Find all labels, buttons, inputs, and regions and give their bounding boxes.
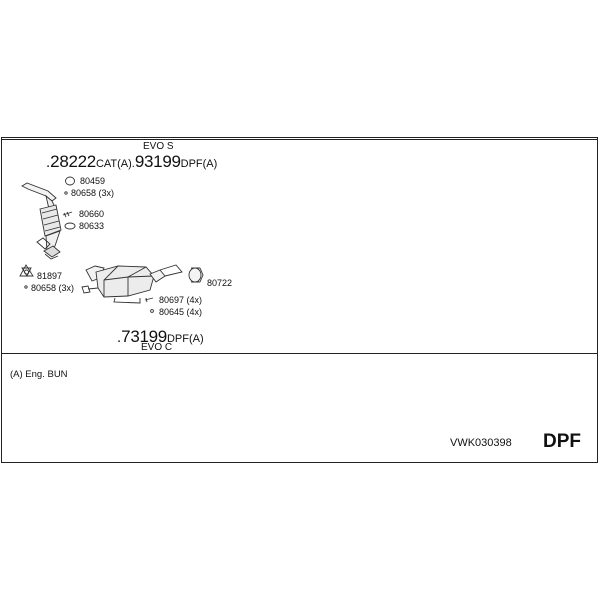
cat-suffix: CAT(A). (95, 158, 135, 170)
dpf-unit (81, 264, 183, 304)
dpf-suffix-bottom: DPF(A) (166, 333, 204, 345)
category-label: DPF (543, 431, 581, 452)
part-80633: 80633 (79, 221, 105, 231)
reference-code: VWK030398 (450, 437, 512, 449)
evo-s-label: EVO S (143, 141, 174, 152)
front-pipe-catalytic-converter (21, 182, 62, 260)
cat-code: 28222 (50, 152, 96, 171)
engine-note: (A) Eng. BUN (10, 369, 68, 380)
part-80722: 80722 (207, 278, 233, 288)
part-80697: 80697 (4x) (159, 295, 203, 305)
clamp (188, 267, 204, 283)
evo-c-label: EVO C (141, 342, 173, 353)
bottom-codes: .73199DPF(A) (117, 327, 204, 346)
top-border (1, 137, 598, 140)
part-80645: 80645 (4x) (159, 307, 203, 317)
part-80658b: 80658 (3x) (31, 283, 75, 293)
dpf-suffix-top: DPF(A) (180, 158, 218, 170)
bolt-80697 (144, 297, 154, 303)
dpf-code-top: 93199 (134, 152, 181, 171)
gasket-oval (64, 222, 76, 230)
top-codes: .28222CAT(A).93199DPF(A) (46, 152, 218, 171)
nut-80645 (150, 309, 154, 313)
part-80660: 80660 (79, 209, 105, 219)
gasket-ring (65, 176, 75, 186)
dpf-code-bottom: 73199 (121, 327, 167, 346)
bolt (64, 191, 68, 195)
part-80658a: 80658 (3x) (71, 188, 115, 198)
part-81897: 81897 (37, 271, 63, 281)
bolt (24, 285, 28, 289)
stud (62, 211, 73, 218)
section-divider (1, 353, 598, 354)
part-80459: 80459 (80, 176, 106, 186)
